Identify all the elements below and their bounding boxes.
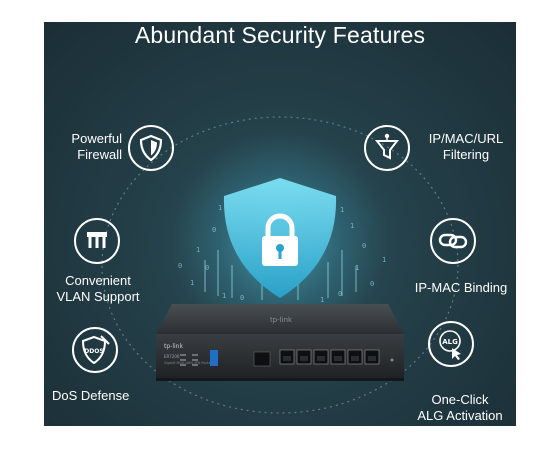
sfp-port: [253, 351, 271, 367]
svg-text:0: 0: [362, 242, 366, 250]
firewall-label-line1: Powerful: [71, 131, 122, 146]
vlan-label-line1: Convenient: [65, 273, 131, 288]
svg-text:0: 0: [178, 262, 182, 270]
svg-text:1: 1: [218, 204, 222, 212]
shield-icon: [139, 134, 163, 162]
router-model: ER7206: [164, 354, 180, 359]
filtering-feature-icon: [364, 125, 410, 171]
svg-text:0: 0: [338, 290, 342, 298]
router-top-brand: tp-link: [270, 316, 293, 324]
svg-text:0: 0: [212, 226, 216, 234]
dos-label: DoS Defense: [52, 388, 152, 404]
binding-label: IP-MAC Binding: [406, 280, 516, 296]
svg-text:0: 0: [205, 264, 209, 272]
alg-cursor-icon: ALG: [439, 330, 461, 360]
ddos-badge-text: DDOS: [84, 348, 103, 355]
binding-feature-icon: [430, 218, 476, 264]
funnel-filter-icon: [374, 133, 400, 160]
svg-text:1: 1: [196, 246, 200, 254]
dos-feature-icon: DDOS: [72, 327, 118, 373]
svg-text:1: 1: [190, 279, 194, 287]
svg-text:1: 1: [350, 222, 354, 230]
router-subtitle: Gigabit Multi-WAN VPN Router: [164, 361, 213, 365]
svg-text:0: 0: [370, 280, 374, 288]
orbit-ring: [101, 116, 459, 414]
ethernet-ports: [279, 349, 380, 365]
router-device: tp-link tp-link ER7206 Gigabit Multi-WAN…: [156, 304, 404, 381]
filtering-label-line2: Filtering: [442, 147, 490, 162]
reset-button: [390, 358, 394, 362]
vlan-label: Convenient VLAN Support: [48, 273, 148, 305]
chain-link-icon: [438, 233, 468, 249]
svg-text:1: 1: [340, 206, 344, 214]
svg-text:1: 1: [355, 264, 359, 272]
alg-label: One-Click ALG Activation: [404, 392, 516, 424]
page-title: Abundant Security Features: [134, 22, 426, 48]
alg-label-line1: One-Click: [431, 392, 489, 407]
usb-port: [210, 350, 218, 366]
alg-badge-text: ALG: [442, 338, 458, 346]
dos-label-line1: DoS Defense: [52, 388, 130, 403]
svg-text:0: 0: [240, 294, 244, 302]
light-streaks: [204, 250, 357, 300]
svg-text:1: 1: [320, 296, 324, 304]
alg-label-line2: ALG Activation: [417, 408, 503, 423]
vlan-label-line2: VLAN Support: [56, 289, 140, 304]
filtering-label-line1: IP/MAC/URL: [428, 131, 504, 146]
binding-label-line1: IP-MAC Binding: [414, 280, 508, 295]
firewall-feature-icon: [128, 125, 174, 171]
alg-feature-icon: ALG: [428, 321, 474, 367]
svg-text:1: 1: [382, 256, 386, 264]
filtering-label: IP/MAC/URL Filtering: [416, 131, 516, 163]
network-tree-icon: [87, 232, 107, 248]
binary-particles: 1 0 1 0 1 0 1 0 1 1 0 1 0 1 0 1: [178, 204, 386, 304]
padlock-icon: [262, 213, 298, 266]
svg-text:1: 1: [222, 292, 226, 300]
firewall-label-line2: Firewall: [77, 147, 122, 162]
router-brand: tp-link: [164, 343, 183, 350]
ddos-shield-icon: DDOS: [81, 335, 110, 365]
vlan-feature-icon: [74, 218, 120, 264]
firewall-label: Powerful Firewall: [62, 131, 122, 163]
